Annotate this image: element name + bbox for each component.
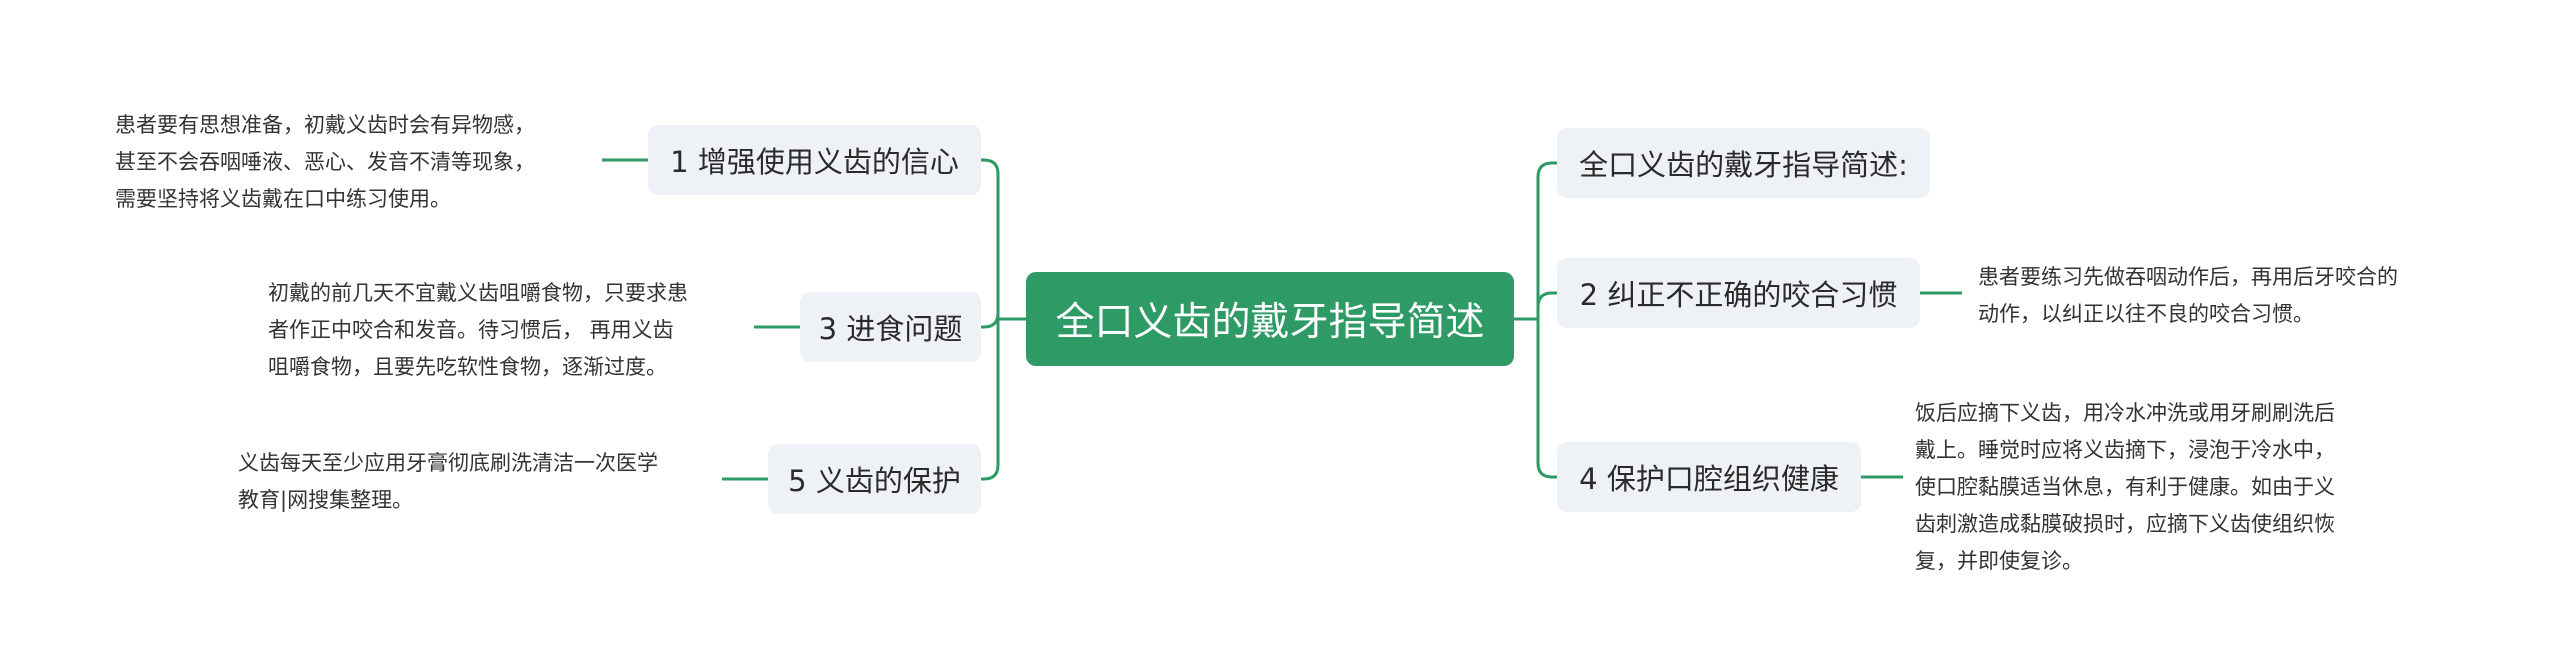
- branch-oral-health[interactable]: 4 保护口腔组织健康: [1557, 442, 1861, 512]
- note-protection: 义齿每天至少应用牙膏彻底刷洗清洁一次医学 教育|网搜集整理。: [238, 445, 718, 519]
- branch-link-right: [1536, 462, 1557, 479]
- note-line: 需要坚持将义齿戴在口中练习使用。: [115, 187, 451, 211]
- note-eating: 初戴的前几天不宜戴义齿咀嚼食物，只要求患 者作正中咬合和发音。待习惯后， 再用义…: [268, 275, 748, 386]
- branch-link-left: [981, 312, 1000, 329]
- branch-link-right: [1536, 291, 1557, 308]
- note-line: 甚至不会吞咽唾液、恶心、发音不清等现象，: [115, 150, 535, 174]
- branch-link-left: [981, 158, 1000, 175]
- note-confidence: 患者要有思想准备，初戴义齿时会有异物感， 甚至不会吞咽唾液、恶心、发音不清等现象…: [115, 107, 595, 218]
- note-line: 齿刺激造成黏膜破损时，应摘下义齿使组织恢: [1915, 512, 2335, 536]
- branch-protection[interactable]: 5 义齿的保护: [768, 444, 981, 514]
- note-line: 使口腔黏膜适当休息，有利于健康。如由于义: [1915, 475, 2335, 499]
- note-line: 饭后应摘下义齿，用冷水冲洗或用牙刷刷洗后: [1915, 401, 2335, 425]
- note-line: 戴上。睡觉时应将义齿摘下，浸泡于冷水中，: [1915, 438, 2335, 462]
- root-topic[interactable]: 全口义齿的戴牙指导简述: [1026, 272, 1514, 366]
- note-line: 咀嚼食物，且要先吃软性食物，逐渐过度。: [268, 355, 667, 379]
- note-line: 初戴的前几天不宜戴义齿咀嚼食物，只要求患: [268, 281, 688, 305]
- branch-summary-title[interactable]: 全口义齿的戴牙指导简述:: [1557, 128, 1930, 198]
- branch-link-right: [1536, 161, 1557, 178]
- note-line: 复，并即使复诊。: [1915, 549, 2083, 573]
- branch-confidence[interactable]: 1 增强使用义齿的信心: [648, 125, 981, 195]
- note-line: 义齿每天至少应用牙膏彻底刷洗清洁一次医学: [238, 451, 658, 475]
- note-bite-habit: 患者要练习先做吞咽动作后，再用后牙咬合的 动作，以纠正以往不良的咬合习惯。: [1978, 259, 2458, 333]
- note-line: 患者要有思想准备，初戴义齿时会有异物感，: [115, 113, 535, 137]
- branch-link-left: [981, 464, 1000, 481]
- note-line: 教育|网搜集整理。: [238, 488, 414, 512]
- note-line: 患者要练习先做吞咽动作后，再用后牙咬合的: [1978, 265, 2398, 289]
- note-line: 动作，以纠正以往不良的咬合习惯。: [1978, 302, 2314, 326]
- note-line: 者作正中咬合和发音。待习惯后， 再用义齿: [268, 318, 674, 342]
- branch-eating[interactable]: 3 进食问题: [800, 292, 981, 362]
- branch-bite-habit[interactable]: 2 纠正不正确的咬合习惯: [1557, 258, 1920, 328]
- note-oral-health: 饭后应摘下义齿，用冷水冲洗或用牙刷刷洗后 戴上。睡觉时应将义齿摘下，浸泡于冷水中…: [1915, 395, 2395, 580]
